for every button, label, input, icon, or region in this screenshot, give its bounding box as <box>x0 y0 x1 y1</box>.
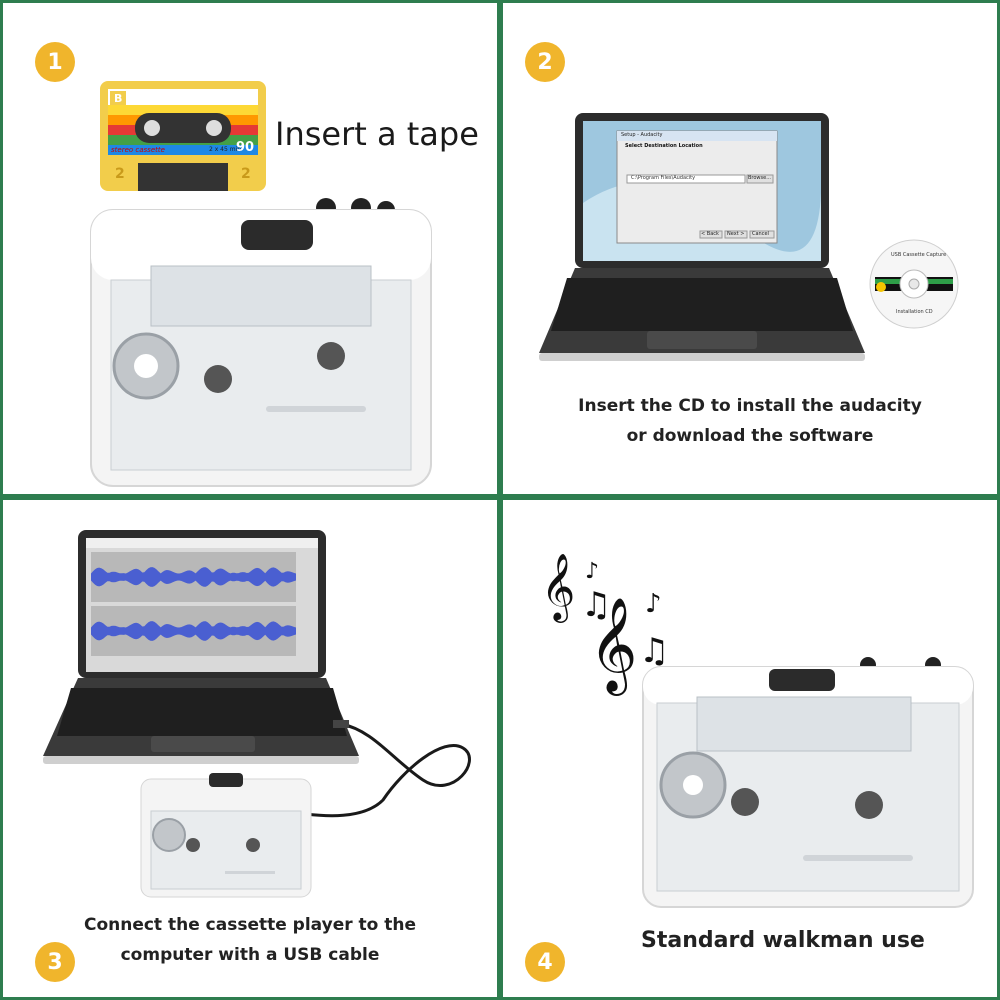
music-notes: 𝄞 ♪ ♫ 𝄞 ♪ ♫ <box>541 552 669 696</box>
svg-text:♫: ♫ <box>639 631 669 671</box>
step-1-caption: Insert a tape <box>275 115 479 153</box>
cassette-brand: stereo cassette <box>111 146 165 154</box>
cassette-player <box>90 198 432 487</box>
cassette-player-large <box>642 657 974 908</box>
installer-path: C:\Program Files\Audacity <box>631 175 696 181</box>
step-1-panel: 1 B stereo cassette 2 x 45 min 90 2 2 In… <box>3 3 497 494</box>
step-4-panel: 𝄞 ♪ ♫ 𝄞 ♪ ♫ Standard walkman use 4 <box>503 500 997 997</box>
svg-text:♫: ♫ <box>581 585 611 625</box>
installer-cancel: Cancel <box>752 231 769 237</box>
step-1-badge: 1 <box>35 42 75 82</box>
step-2-panel: 2 Setup - Audacity Select Destination Lo… <box>503 3 997 494</box>
installation-cd <box>869 239 959 329</box>
installer-heading: Select Destination Location <box>625 143 703 149</box>
step-3-caption-line2: computer with a USB cable <box>120 945 380 965</box>
cassette-tape <box>100 81 266 191</box>
cassette-length: 2 x 45 min <box>209 146 242 153</box>
svg-text:♪: ♪ <box>585 559 599 584</box>
installer-back: < Back <box>701 231 719 237</box>
cassette-player-small <box>140 773 312 898</box>
step-3-panel: Connect the cassette player to the compu… <box>3 500 497 997</box>
step-2-caption-line1: Insert the CD to install the audacity <box>578 396 922 416</box>
cassette-corner-right: 2 <box>241 166 251 182</box>
step-3-caption-line1: Connect the cassette player to the <box>83 915 417 935</box>
cassette-minutes: 90 <box>236 140 255 155</box>
step-2-badge: 2 <box>525 42 565 82</box>
laptop-installer <box>539 113 865 361</box>
laptop-audio-editor <box>43 530 359 764</box>
step-4-caption: Standard walkman use <box>641 928 925 953</box>
step-3-badge: 3 <box>35 942 75 982</box>
cd-top-text: USB Cassette Capture <box>891 252 947 258</box>
cd-bottom-text: Installation CD <box>896 309 933 315</box>
svg-text:𝄞: 𝄞 <box>589 597 637 696</box>
cassette-side-letter: B <box>114 92 123 105</box>
installer-browse: Browse... <box>748 175 771 181</box>
installer-next: Next > <box>727 231 745 237</box>
svg-text:♪: ♪ <box>645 589 662 619</box>
usb-cable <box>304 720 471 818</box>
step-2-caption-line2: or download the software <box>626 426 874 446</box>
installer-title: Setup - Audacity <box>621 132 663 138</box>
step-4-badge: 4 <box>525 942 565 982</box>
svg-text:𝄞: 𝄞 <box>541 552 575 623</box>
cassette-corner-left: 2 <box>115 166 125 182</box>
